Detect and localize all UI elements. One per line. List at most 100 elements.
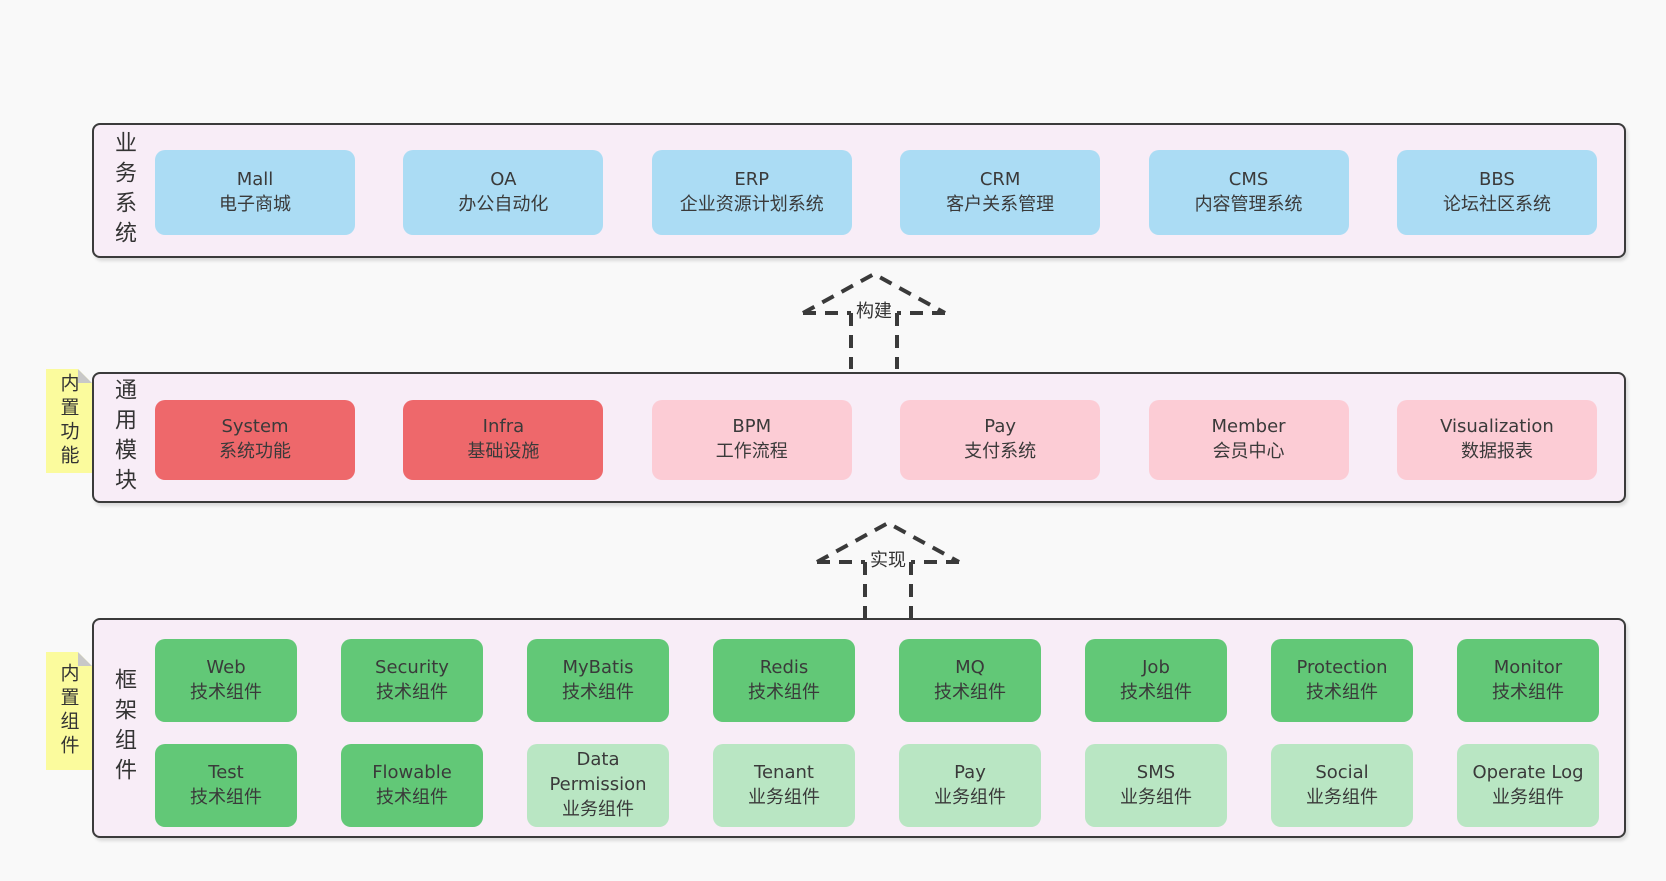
- section-title-framework: 框架组件: [111, 668, 136, 788]
- note-text: 内置组件: [57, 663, 80, 759]
- box-subtitle: 系统功能: [219, 441, 291, 462]
- box-visualization: Visualization 数据报表: [1396, 400, 1597, 480]
- box-subtitle: 电子商城: [219, 193, 291, 215]
- box-bbs: BBS 论坛社区系统: [1396, 150, 1597, 235]
- box-subtitle: 技术组件: [376, 786, 448, 808]
- box-pay-component: Pay 业务组件: [899, 744, 1041, 827]
- box-subtitle: 业务组件: [562, 798, 634, 820]
- box-tenant: Tenant 业务组件: [713, 744, 855, 827]
- box-title: MQ: [955, 656, 985, 678]
- box-mall: Mall 电子商城: [155, 150, 355, 235]
- box-title: Pay: [954, 761, 986, 783]
- box-subtitle: 技术组件: [748, 681, 820, 703]
- box-social: Social 业务组件: [1271, 744, 1413, 827]
- section-title-business: 业务系统: [111, 130, 136, 251]
- box-redis: Redis 技术组件: [713, 639, 855, 722]
- box-title: BPM: [732, 416, 772, 438]
- box-subtitle: 内容管理系统: [1194, 193, 1303, 215]
- box-oa: OA 办公自动化: [403, 150, 604, 235]
- box-mq: MQ 技术组件: [899, 639, 1041, 722]
- box-cms: CMS 内容管理系统: [1148, 150, 1349, 235]
- box-title: Job: [1142, 656, 1170, 678]
- box-subtitle: 技术组件: [190, 681, 262, 703]
- box-subtitle: 技术组件: [934, 681, 1006, 703]
- box-subtitle: 技术组件: [562, 681, 634, 703]
- box-title: Monitor: [1493, 656, 1563, 678]
- box-bpm: BPM 工作流程: [651, 400, 852, 480]
- box-title: Security: [375, 656, 449, 678]
- box-title: Infra: [482, 416, 525, 438]
- box-system: System 系统功能: [155, 400, 355, 480]
- box-subtitle: 业务组件: [1306, 786, 1378, 808]
- framework-box-row-1: Web 技术组件 Security 技术组件 MyBatis 技术组件 Redi…: [155, 639, 1599, 722]
- box-protection: Protection 技术组件: [1271, 639, 1413, 722]
- box-title: Web: [206, 656, 246, 678]
- box-title: Mall: [236, 168, 274, 190]
- box-subtitle: 技术组件: [190, 786, 262, 808]
- box-subtitle: 办公自动化: [458, 193, 549, 215]
- box-subtitle: 基础设施: [467, 441, 540, 462]
- section-common-modules: 通用模块 System 系统功能 Infra 基础设施 BPM 工作流程 Pay…: [92, 372, 1626, 503]
- box-member: Member 会员中心: [1148, 400, 1349, 480]
- box-subtitle: 业务组件: [1120, 786, 1192, 808]
- box-subtitle: 数据报表: [1460, 441, 1533, 462]
- box-subtitle: 企业资源计划系统: [679, 193, 824, 215]
- box-web: Web 技术组件: [155, 639, 297, 722]
- box-monitor: Monitor 技术组件: [1457, 639, 1599, 722]
- arrow-build-label: 构建: [853, 296, 895, 324]
- box-title: Flowable: [372, 761, 452, 783]
- box-title: Visualization: [1440, 416, 1554, 438]
- box-data-permission: Data Permission 业务组件: [527, 744, 669, 827]
- box-title: CMS: [1228, 168, 1269, 190]
- box-title: Redis: [759, 656, 809, 678]
- box-security: Security 技术组件: [341, 639, 483, 722]
- box-subtitle: 支付系统: [964, 441, 1037, 462]
- framework-box-row-2: Test 技术组件 Flowable 技术组件 Data Permission …: [155, 744, 1599, 827]
- box-subtitle: 业务组件: [748, 786, 820, 808]
- box-sms: SMS 业务组件: [1085, 744, 1227, 827]
- folded-corner-icon: [78, 369, 92, 383]
- modules-box-row: System 系统功能 Infra 基础设施 BPM 工作流程 Pay 支付系统…: [155, 400, 1597, 480]
- box-title: Protection: [1296, 656, 1388, 678]
- box-subtitle: 技术组件: [1120, 681, 1192, 703]
- box-title: Operate Log: [1472, 761, 1584, 783]
- arrow-implement: 实现: [813, 518, 963, 618]
- box-subtitle: 技术组件: [1492, 681, 1564, 703]
- box-title: Test: [208, 761, 244, 783]
- box-subtitle: 技术组件: [1306, 681, 1378, 703]
- box-subtitle: 业务组件: [934, 786, 1006, 808]
- box-subtitle: 会员中心: [1212, 441, 1285, 462]
- box-mybatis: MyBatis 技术组件: [527, 639, 669, 722]
- section-title-modules: 通用模块: [111, 377, 136, 498]
- note-built-in-components: 内置组件: [46, 652, 92, 770]
- arrow-build: 构建: [799, 269, 949, 369]
- box-subtitle: 业务组件: [1492, 786, 1564, 808]
- box-title: Member: [1211, 416, 1286, 438]
- section-framework-components: 框架组件 Web 技术组件 Security 技术组件 MyBatis 技术组件…: [92, 618, 1626, 838]
- box-flowable: Flowable 技术组件: [341, 744, 483, 827]
- box-subtitle: 客户关系管理: [946, 193, 1055, 215]
- box-title: Pay: [984, 416, 1017, 438]
- box-title: System: [221, 416, 289, 438]
- note-built-in-features: 内置功能: [46, 369, 92, 473]
- up-arrow-icon: [802, 271, 946, 369]
- up-arrow-icon: [816, 520, 960, 618]
- box-title: Social: [1315, 761, 1369, 783]
- business-box-row: Mall 电子商城 OA 办公自动化 ERP 企业资源计划系统 CRM 客户关系…: [155, 150, 1597, 235]
- box-title: Data Permission: [549, 749, 647, 796]
- box-title: SMS: [1136, 761, 1176, 783]
- box-erp: ERP 企业资源计划系统: [651, 150, 852, 235]
- box-pay-module: Pay 支付系统: [900, 400, 1101, 480]
- section-business-systems: 业务系统 Mall 电子商城 OA 办公自动化 ERP 企业资源计划系统 CRM…: [92, 123, 1626, 258]
- box-subtitle: 论坛社区系统: [1442, 193, 1551, 215]
- box-title: MyBatis: [562, 656, 634, 678]
- box-subtitle: 工作流程: [715, 441, 788, 462]
- box-operate-log: Operate Log 业务组件: [1457, 744, 1599, 827]
- box-title: BBS: [1479, 168, 1515, 190]
- box-title: CRM: [979, 168, 1021, 190]
- box-title: Tenant: [754, 761, 814, 783]
- box-test: Test 技术组件: [155, 744, 297, 827]
- folded-corner-icon: [78, 652, 92, 666]
- arrow-implement-label: 实现: [867, 545, 909, 573]
- box-title: ERP: [734, 168, 770, 190]
